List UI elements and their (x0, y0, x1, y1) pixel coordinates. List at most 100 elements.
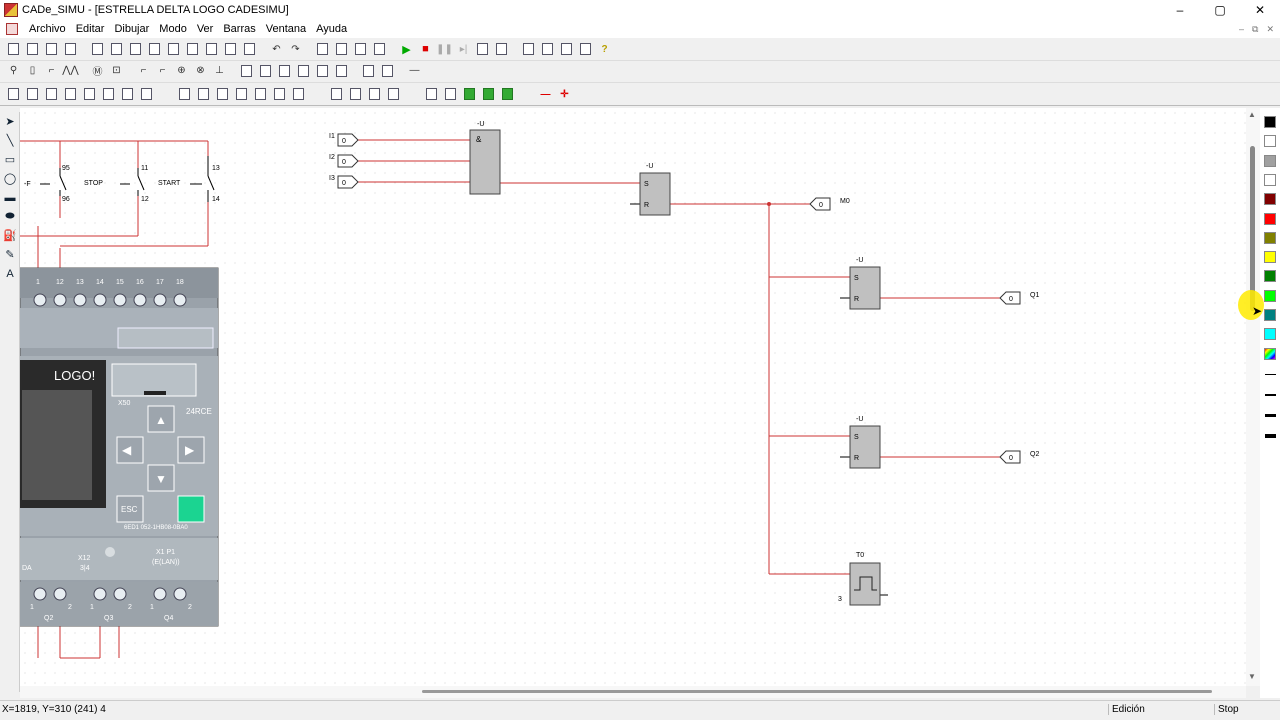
plc-block-button[interactable] (327, 84, 346, 104)
board-button[interactable] (378, 62, 397, 80)
timer-block[interactable]: T0 3 (838, 552, 881, 606)
cut-button[interactable] (88, 40, 107, 58)
counter-button[interactable] (256, 62, 275, 80)
plc-block-button[interactable] (23, 84, 42, 104)
document-icon[interactable] (6, 23, 18, 35)
color-swatch[interactable] (1264, 328, 1276, 341)
draw-line-tool[interactable]: ╲ (0, 131, 20, 150)
document-restore-button[interactable]: ⧉ (1252, 24, 1259, 34)
plc-block-button[interactable] (270, 84, 289, 104)
fuse-button[interactable]: ▯ (23, 62, 42, 80)
color-swatch[interactable] (1264, 309, 1276, 321)
document-minimize-button[interactable]: – (1239, 24, 1245, 34)
new-file-button[interactable] (4, 40, 23, 58)
output-terminal-screw[interactable] (153, 587, 167, 601)
zoom-fit-button[interactable] (557, 40, 576, 58)
plc-block-button[interactable] (384, 84, 403, 104)
output-terminal-screw[interactable] (53, 587, 67, 601)
input-terminal-screw[interactable] (33, 293, 47, 307)
ellipse-tool[interactable]: ◯ (0, 169, 20, 188)
motor-button[interactable]: Ⓜ (88, 62, 107, 80)
find-next-button[interactable] (164, 40, 183, 58)
zoom-all-button[interactable] (576, 40, 595, 58)
mirror-button[interactable] (332, 40, 351, 58)
terminal-button[interactable]: ⊥ (210, 62, 229, 80)
output-connector[interactable] (999, 450, 1021, 464)
plc-block-button[interactable] (80, 84, 99, 104)
brush-tool[interactable]: ✎ (0, 245, 20, 264)
vertical-scroll-thumb[interactable] (1250, 146, 1255, 311)
close-button[interactable]: ✕ (1254, 3, 1266, 17)
source-button[interactable]: ⚲ (4, 62, 23, 80)
color-swatch[interactable] (1264, 289, 1276, 302)
zoom-in-button[interactable] (519, 40, 538, 58)
output-terminal-screw[interactable] (113, 587, 127, 601)
relay-button[interactable]: ⊡ (107, 62, 126, 80)
line-button[interactable]: — (405, 62, 424, 80)
redo-button[interactable]: ↷ (286, 40, 305, 58)
play-button[interactable]: ▶ (397, 40, 416, 58)
input-terminal-screw[interactable] (73, 293, 87, 307)
input-terminal-screw[interactable] (173, 293, 187, 307)
text-tool-tool[interactable]: A (0, 264, 20, 283)
plc-block-button[interactable] (441, 84, 460, 104)
menu-dibujar[interactable]: Dibujar (114, 23, 150, 35)
output-connector[interactable] (999, 291, 1021, 305)
plc-block-button[interactable] (194, 84, 213, 104)
meter-button[interactable] (294, 62, 313, 80)
input-terminal-screw[interactable] (133, 293, 147, 307)
plc-block-button[interactable] (175, 84, 194, 104)
copy-button[interactable] (107, 40, 126, 58)
line-width-option[interactable] (1265, 394, 1276, 396)
and-block[interactable]: -U & (469, 121, 501, 195)
plc-block-button[interactable] (42, 84, 61, 104)
menu-ver[interactable]: Ver (196, 23, 214, 35)
color-swatch[interactable] (1264, 193, 1276, 206)
line-width-option[interactable] (1265, 414, 1276, 417)
vertical-scrollbar[interactable]: ▲ ▼ (1246, 108, 1260, 686)
paste-button[interactable] (126, 40, 145, 58)
output-terminal-screw[interactable] (173, 587, 187, 601)
input-terminal-screw[interactable] (93, 293, 107, 307)
color-swatch[interactable] (1264, 212, 1276, 225)
input-terminal-screw[interactable] (153, 293, 167, 307)
menu-modo[interactable]: Modo (159, 23, 187, 35)
network-button[interactable] (221, 40, 240, 58)
color-swatch[interactable] (1264, 173, 1276, 186)
plc-block-button[interactable] (118, 84, 137, 104)
color-swatch[interactable] (1264, 154, 1276, 167)
color-swatch[interactable] (1264, 116, 1276, 128)
plc-block-button[interactable] (61, 84, 80, 104)
color-swatch[interactable] (1264, 135, 1276, 148)
maximize-button[interactable]: ▢ (1214, 3, 1226, 17)
plc-block-button[interactable] (213, 84, 232, 104)
align-button[interactable] (370, 40, 389, 58)
simulation-window2-button[interactable] (492, 40, 511, 58)
document-close-button[interactable]: ✕ (1266, 24, 1274, 34)
plc-block-button[interactable] (498, 84, 517, 104)
fill-bucket-tool[interactable]: ⛽ (0, 226, 20, 245)
pointer-tool[interactable]: ➤ (0, 112, 20, 131)
rectangle-tool[interactable]: ▭ (0, 150, 20, 169)
zoom-out-button[interactable] (538, 40, 557, 58)
junction-button[interactable]: ✛ (560, 88, 569, 100)
menu-ventana[interactable]: Ventana (265, 23, 307, 35)
input-connector[interactable] (337, 133, 359, 147)
contact-nc-button[interactable]: ⌐ (153, 62, 172, 80)
simulation-window-button[interactable] (473, 40, 492, 58)
plc-block-button[interactable] (4, 84, 23, 104)
help-button[interactable]: ? (595, 40, 614, 58)
menu-barras[interactable]: Barras (223, 23, 256, 35)
color-swatch[interactable] (1264, 231, 1276, 244)
cable-button[interactable] (359, 62, 378, 80)
rainbow-color-swatch[interactable] (1264, 347, 1276, 360)
output-connector[interactable] (809, 197, 831, 211)
plc-block-button[interactable] (251, 84, 270, 104)
plc-block-button[interactable] (289, 84, 308, 104)
input-connector[interactable] (337, 154, 359, 168)
coil-button[interactable]: ⊕ (172, 62, 191, 80)
wire-button[interactable]: — (540, 88, 551, 100)
sensor-button[interactable] (275, 62, 294, 80)
switch-button[interactable]: ⌐ (42, 62, 61, 80)
